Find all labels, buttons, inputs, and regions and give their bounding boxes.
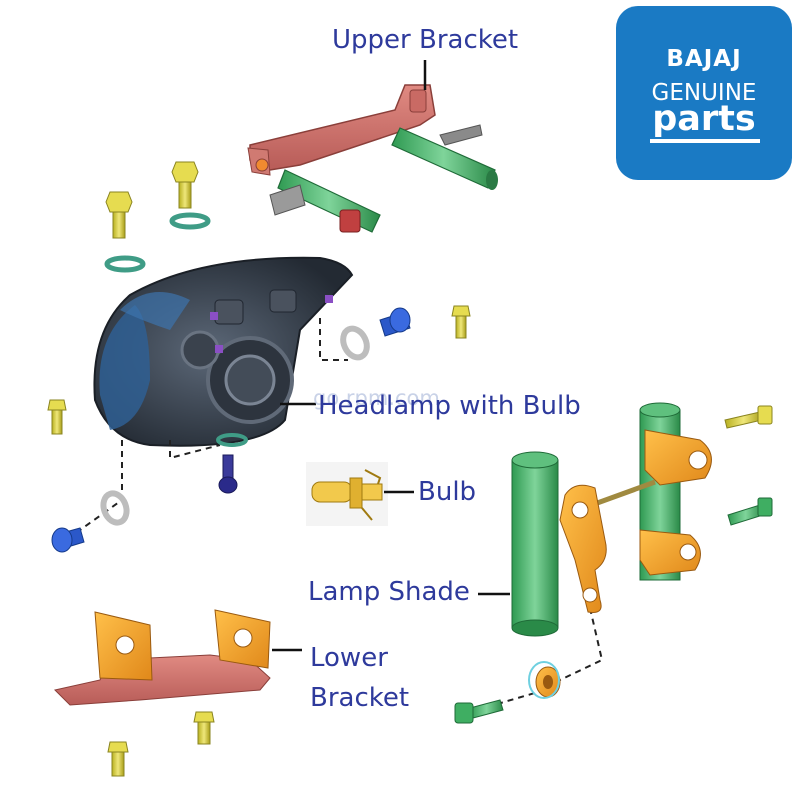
bolt-navy-center bbox=[219, 455, 237, 493]
spacer-orange bbox=[529, 662, 560, 698]
bolt-blue-right bbox=[380, 308, 410, 336]
bolt-yellow-lower-1 bbox=[194, 712, 214, 744]
bolt-yellow-lower-2 bbox=[108, 742, 128, 776]
label-bulb: Bulb bbox=[418, 476, 476, 509]
lower-bracket bbox=[55, 610, 270, 705]
bolt-blue-left bbox=[52, 528, 84, 552]
bolt-top-left-1 bbox=[172, 162, 198, 208]
bolt-yellow-small-left bbox=[48, 400, 66, 434]
bolt-yellow-small-right bbox=[452, 306, 470, 338]
washer-grey-right bbox=[339, 325, 372, 361]
logo-parts: parts bbox=[616, 99, 792, 139]
label-headlamp-with-bulb: Headlamp with Bulb bbox=[318, 390, 581, 423]
washer-teal-2 bbox=[107, 258, 143, 270]
label-lower-bracket-line1: Lower bbox=[310, 642, 388, 675]
upper-bracket-green-tube-left bbox=[270, 170, 380, 232]
headlamp bbox=[94, 258, 352, 446]
washer-grey-left bbox=[100, 490, 131, 526]
upper-bracket-green-tube-right bbox=[392, 125, 498, 190]
bajaj-genuine-parts-logo: BAJAJ GENUINE parts bbox=[616, 6, 792, 180]
upper-bracket bbox=[248, 85, 435, 175]
bolt-yellow-right-edge bbox=[725, 406, 772, 428]
logo-brand: BAJAJ bbox=[616, 46, 792, 72]
lamp-shade-tube-left bbox=[512, 452, 558, 636]
bolt-top-left-2 bbox=[106, 192, 132, 238]
label-upper-bracket: Upper Bracket bbox=[332, 24, 518, 57]
label-lower-bracket-line2: Bracket bbox=[310, 682, 409, 715]
bulb bbox=[306, 462, 388, 526]
logo-swoosh bbox=[650, 139, 760, 143]
washer-teal-1 bbox=[172, 215, 208, 227]
bolt-green-bottom bbox=[455, 700, 503, 723]
label-lamp-shade: Lamp Shade bbox=[308, 576, 470, 609]
bolt-green-right-edge bbox=[728, 498, 772, 525]
